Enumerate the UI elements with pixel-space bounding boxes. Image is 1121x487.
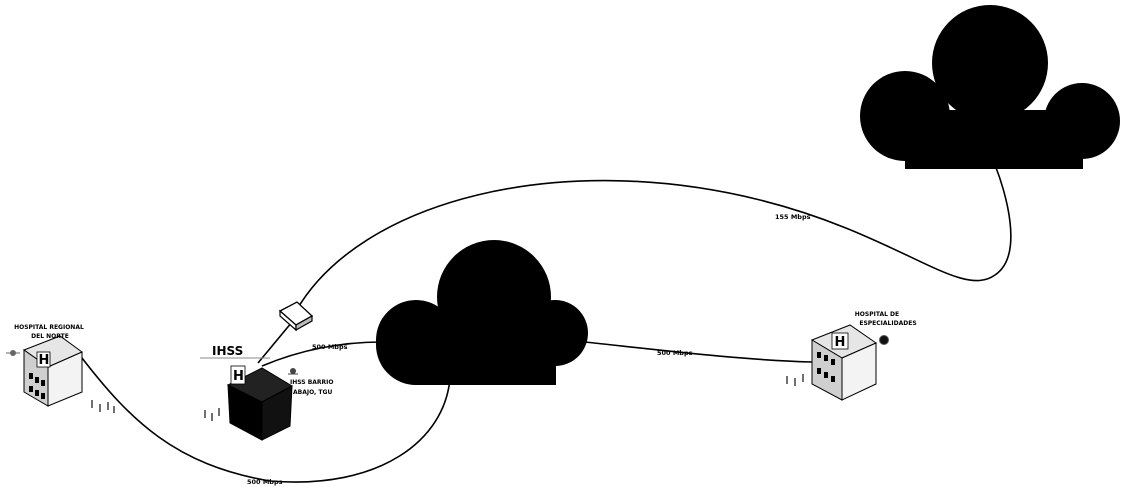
ihss-barrio-label: IHSS BARRIO ABAJO, TGU [290, 379, 336, 396]
hospital-norte-people-icon [92, 400, 114, 413]
ihss-satellite-icon [288, 368, 298, 374]
hospital-especialidades-status-icon [880, 336, 889, 345]
speed-label-central-especialidades: 500 Mbps [657, 349, 693, 357]
central-cloud [376, 240, 588, 385]
speed-label-ihss-central: 500 Mbps [312, 343, 348, 351]
router-icon [280, 302, 312, 330]
hospital-especialidades-people-icon [787, 374, 803, 386]
link-central-cloud-to-especialidades [585, 342, 812, 362]
speed-label-router-remote: 155 Mbps [775, 213, 811, 221]
link-router-to-remote-cloud [296, 165, 1011, 311]
hospital-especialidades-label: HOSPITAL DE ESPECIALIDADES [855, 311, 917, 327]
remote-cloud [860, 5, 1120, 169]
hospital-especialidades-building-icon: H [812, 325, 876, 400]
svg-text:H: H [835, 335, 846, 350]
hospital-norte-label: HOSPITAL REGIONAL DEL NORTE [14, 324, 86, 340]
hospital-norte-building-icon: H [24, 336, 82, 406]
svg-text:H: H [39, 353, 50, 368]
ihss-logo-text: IHSS [212, 344, 243, 358]
ihss-building-icon: H [228, 366, 292, 440]
svg-text:H: H [233, 369, 244, 384]
ihss-people-icon [205, 408, 219, 421]
hospital-norte-satellite-icon [6, 350, 20, 356]
speed-label-norte-central: 500 Mbps [247, 478, 283, 486]
